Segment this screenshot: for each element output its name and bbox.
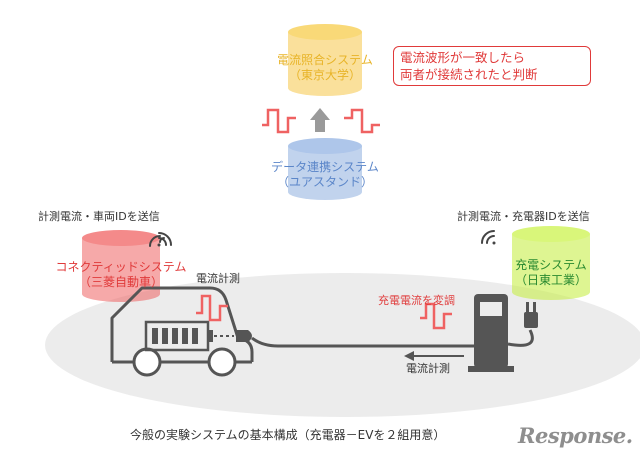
connected-system-name: コネクティッドシステム — [55, 260, 187, 274]
charger-icon — [468, 294, 514, 372]
arrow-left-icon — [404, 351, 464, 361]
callout-line-2: 両者が接続されたと判断 — [400, 67, 538, 82]
wifi-icon — [481, 230, 496, 245]
car-wheel-rear — [207, 347, 237, 377]
charger-db-icon — [512, 226, 590, 300]
charger-modulate-label: 充電電流を変調 — [378, 294, 455, 307]
callout-text: 電流波形が一致したら 両者が接続されたと判断 — [400, 49, 538, 83]
linkage-system-name: データ連携システム — [271, 160, 379, 174]
figure-caption: 今般の実験システムの基本構成（充電器－EVを２組用意） — [130, 428, 446, 442]
callout-box — [393, 46, 591, 86]
charger-system-name: 充電システム — [515, 258, 587, 272]
connected-system-label: コネクティッドシステム （三菱自動車） — [52, 260, 190, 290]
charger-measure-label: 電流計測 — [406, 362, 450, 375]
car-inlet-icon — [236, 330, 252, 342]
arrow-up-icon — [310, 108, 330, 132]
linkage-system-org: （ユアスタンド） — [276, 175, 373, 189]
waveform-left — [262, 108, 296, 134]
callout-line-1: 電流波形が一致したら — [400, 50, 526, 65]
vehicle-send-label: 計測電流・車両IDを送信 — [38, 210, 160, 223]
battery-icon — [144, 320, 213, 352]
waveform-vehicle — [196, 294, 228, 322]
matching-system-label: 電流照合システム （東京大学） — [268, 53, 382, 83]
charger-cable — [507, 329, 534, 347]
matching-system-org: （東京大学） — [288, 68, 361, 82]
wifi-icon — [149, 232, 172, 247]
charger-system-org: （日東工業） — [514, 273, 587, 287]
vehicle-measure-label: 電流計測 — [196, 272, 240, 285]
matching-db-icon — [288, 24, 362, 96]
charger-system-label: 充電システム （日東工業） — [498, 258, 604, 288]
plug-icon — [524, 302, 538, 328]
connected-db-icon — [82, 230, 160, 302]
matching-system-name: 電流照合システム — [277, 53, 373, 67]
connected-system-org: （三菱自動車） — [78, 275, 163, 289]
charger-send-label: 計測電流・充電器IDを送信 — [457, 210, 590, 223]
linkage-db-icon — [288, 138, 362, 200]
car-wheel-front — [132, 347, 162, 377]
waveform-right — [344, 108, 380, 134]
waveform-charger — [420, 302, 452, 330]
charging-cable — [251, 336, 474, 348]
response-logo: Response. — [518, 423, 633, 448]
linkage-system-label: データ連携システム （ユアスタンド） — [256, 160, 394, 190]
